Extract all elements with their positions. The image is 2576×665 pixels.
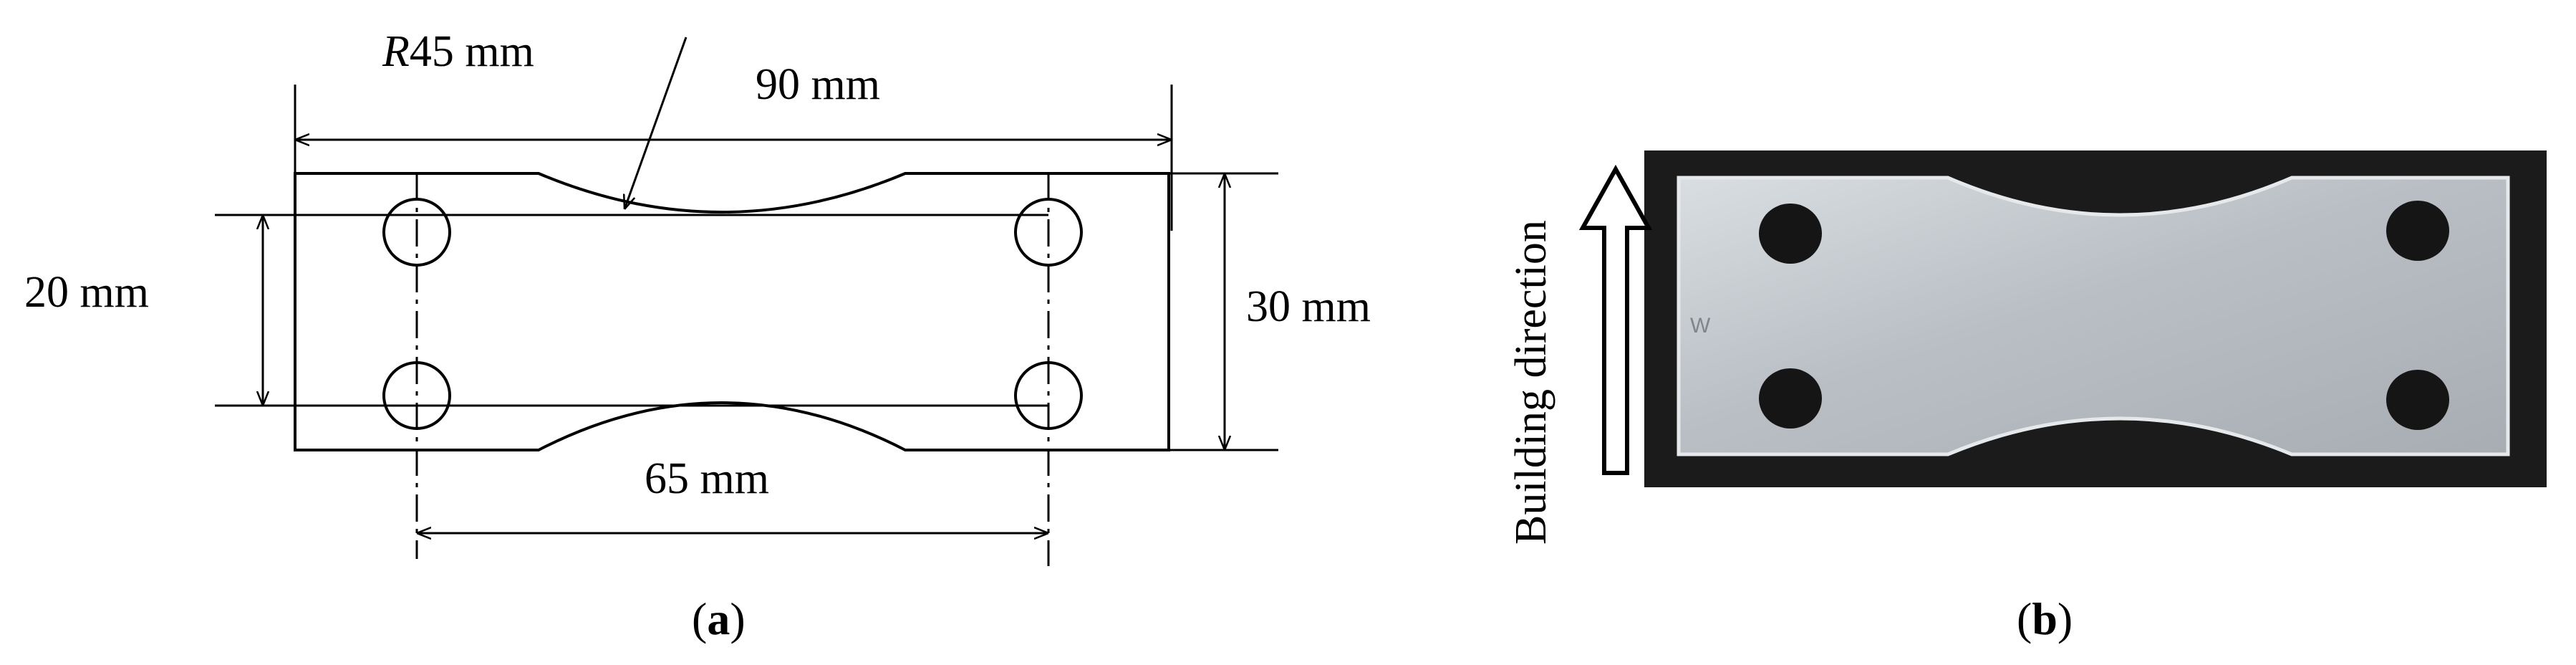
dimension-label-65mm: 65 mm [645,454,769,503]
radius-leader [624,37,688,209]
specimen-mark: W [1690,314,1711,338]
photo-hole-top-right [2386,201,2449,261]
photo-hole-top-left [1759,204,1822,264]
panel-a-drawing [215,37,1278,566]
photo-hole-bottom-left [1759,368,1822,429]
dimension-label-90mm: 90 mm [756,60,880,109]
building-direction-label: Building direction [1507,220,1555,545]
caption-b: (b) [2017,593,2073,644]
building-direction-arrow [1578,164,1653,475]
caption-a: (a) [692,593,746,644]
specimen-photo [1677,176,2510,456]
radius-label: R45 mm [382,27,534,76]
dimension-label-30mm: 30 mm [1246,282,1371,331]
photo-hole-bottom-right [2386,370,2449,430]
panel-b-photo: W [1644,150,2547,487]
dimension-label-20mm: 20 mm [24,268,149,317]
